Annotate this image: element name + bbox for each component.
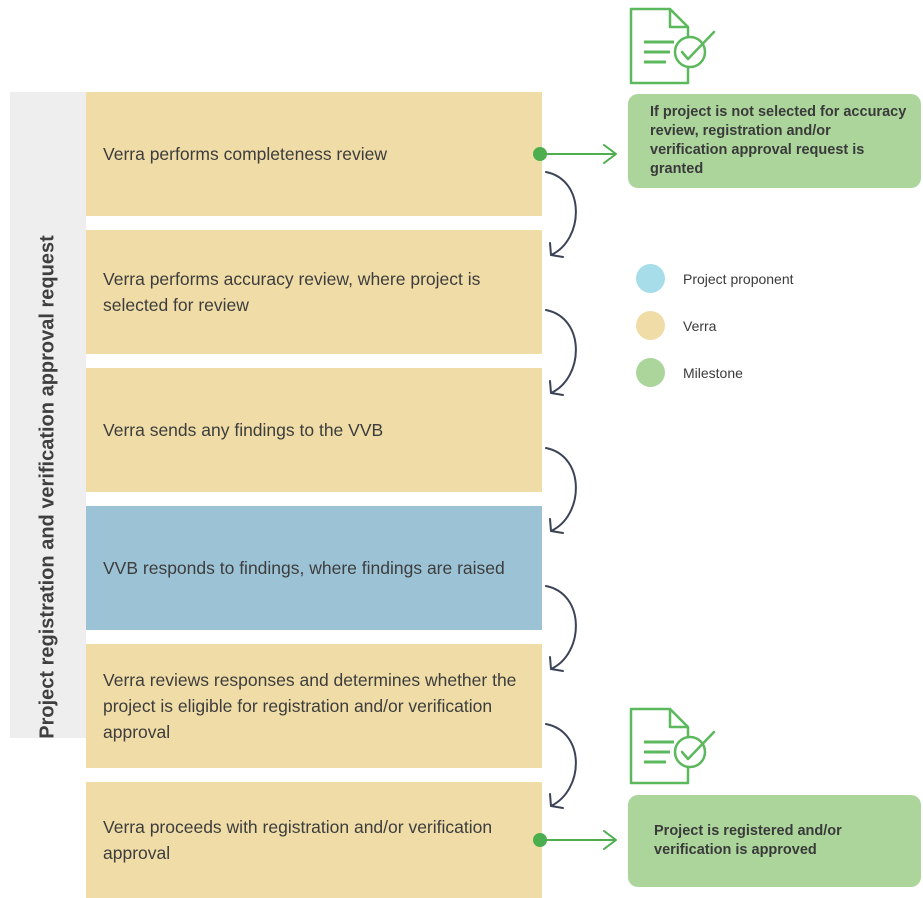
legend-label: Project proponent — [683, 270, 794, 287]
legend-label: Milestone — [683, 364, 743, 381]
curved-arrow-icon — [545, 171, 577, 258]
legend-swatch — [636, 358, 665, 387]
curved-arrow-icon — [545, 447, 577, 534]
milestone-text: Project is registered and/or verificatio… — [654, 823, 842, 858]
side-band — [10, 92, 86, 738]
curved-arrow-icon — [545, 585, 577, 672]
step-accuracy-review: Verra performs accuracy review, where pr… — [86, 230, 542, 354]
document-check-icon — [629, 707, 716, 785]
step-text: Verra sends any findings to the VVB — [103, 420, 384, 440]
step-registration-approval: Verra proceeds with registration and/or … — [86, 782, 542, 898]
legend-item-verra: Verra — [636, 311, 716, 340]
milestone-project-registered: Project is registered and/or verificatio… — [628, 795, 921, 887]
milestone-text: If project is not selected for accuracy … — [650, 104, 907, 177]
legend-item-project-proponent: Project proponent — [636, 264, 794, 293]
step-text: Verra performs completeness review — [103, 144, 387, 164]
milestone-arrow-icon — [533, 144, 617, 164]
step-send-findings: Verra sends any findings to the VVB — [86, 368, 542, 492]
step-text: VVB responds to findings, where findings… — [103, 558, 505, 578]
legend-label: Verra — [683, 317, 717, 334]
step-text: Verra reviews responses and determines w… — [103, 670, 517, 742]
curved-arrow-icon — [545, 309, 577, 396]
step-text: Verra proceeds with registration and/or … — [103, 817, 493, 863]
milestone-arrow-icon — [533, 830, 617, 850]
step-vvb-responds: VVB responds to findings, where findings… — [86, 506, 542, 630]
legend-swatch — [636, 311, 665, 340]
curved-arrow-icon — [545, 723, 577, 809]
legend-swatch — [636, 264, 665, 293]
document-check-icon — [629, 7, 716, 85]
step-verra-reviews-responses: Verra reviews responses and determines w… — [86, 644, 542, 768]
legend-item-milestone: Milestone — [636, 358, 743, 387]
step-completeness-review: Verra performs completeness review — [86, 92, 542, 216]
step-text: Verra performs accuracy review, where pr… — [103, 269, 481, 315]
milestone-registration-granted: If project is not selected for accuracy … — [628, 94, 921, 188]
